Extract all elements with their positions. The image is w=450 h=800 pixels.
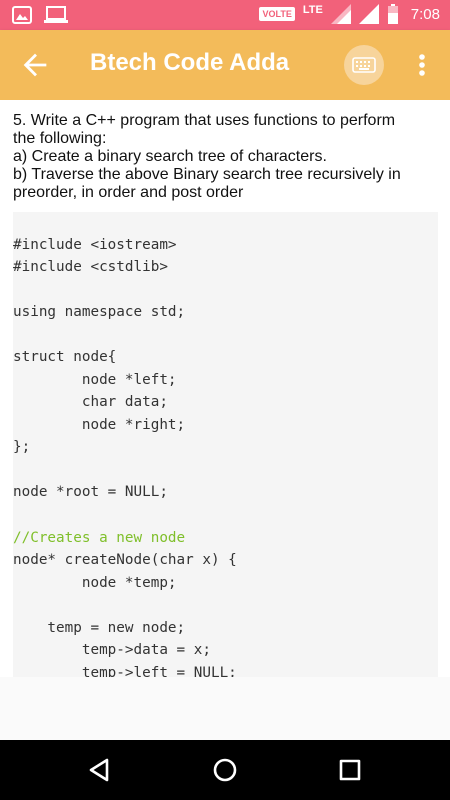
app-title: Btech Code Adda (90, 49, 290, 76)
back-triangle-icon[interactable] (85, 755, 115, 785)
status-right: VOLTE LTE 7:08 (259, 4, 440, 24)
code-line: temp = new node; (13, 620, 186, 636)
status-left (12, 6, 68, 24)
content-area[interactable]: 5. Write a C++ program that uses functio… (0, 100, 450, 740)
code-line: node* createNode(char x) { (13, 552, 237, 568)
code-block[interactable]: #include <iostream> #include <cstdlib> u… (13, 212, 438, 677)
signal-icon (358, 4, 379, 24)
code-line: node *left; (13, 372, 177, 388)
code-comment-line: //Creates a new node (13, 530, 186, 546)
keyboard-button[interactable] (344, 45, 384, 85)
image-icon (12, 6, 32, 24)
question-line: preorder, in order and post order (13, 184, 244, 201)
code-line: using namespace std; (13, 304, 186, 320)
code-line: }; (13, 439, 31, 455)
code-line: temp->left = NULL; (13, 665, 237, 677)
back-arrow-icon[interactable] (18, 48, 52, 82)
signal-icon (330, 4, 351, 24)
home-circle-icon[interactable] (210, 755, 240, 785)
question-line: b) Traverse the above Binary search tree… (13, 166, 401, 183)
recents-square-icon[interactable] (335, 755, 365, 785)
code-line: char data; (13, 394, 168, 410)
code-line: struct node{ (13, 349, 117, 365)
navigation-bar (0, 740, 450, 800)
question-line: 5. Write a C++ program that uses functio… (13, 112, 396, 129)
code-line: #include <iostream> (13, 237, 177, 253)
question-text: 5. Write a C++ program that uses functio… (13, 112, 438, 202)
question-line: a) Create a binary search tree of charac… (13, 148, 327, 165)
code-line: node *temp; (13, 575, 177, 591)
laptop-icon (44, 6, 68, 23)
more-vert-icon[interactable] (410, 50, 434, 80)
clock: 7:08 (410, 5, 440, 23)
app-bar: Btech Code Adda (0, 30, 450, 100)
keyboard-icon (352, 57, 376, 73)
code-line: node *right; (13, 417, 186, 433)
code-line: #include <cstdlib> (13, 259, 168, 275)
code-line: node *root = NULL; (13, 484, 168, 500)
battery-icon (387, 4, 398, 24)
volte-badge: VOLTE (259, 7, 295, 21)
question-line: the following: (13, 130, 107, 147)
bottom-spacer (0, 677, 450, 740)
status-bar: VOLTE LTE 7:08 (0, 0, 450, 30)
code-line: temp->data = x; (13, 642, 211, 658)
network-label: LTE (302, 4, 323, 16)
